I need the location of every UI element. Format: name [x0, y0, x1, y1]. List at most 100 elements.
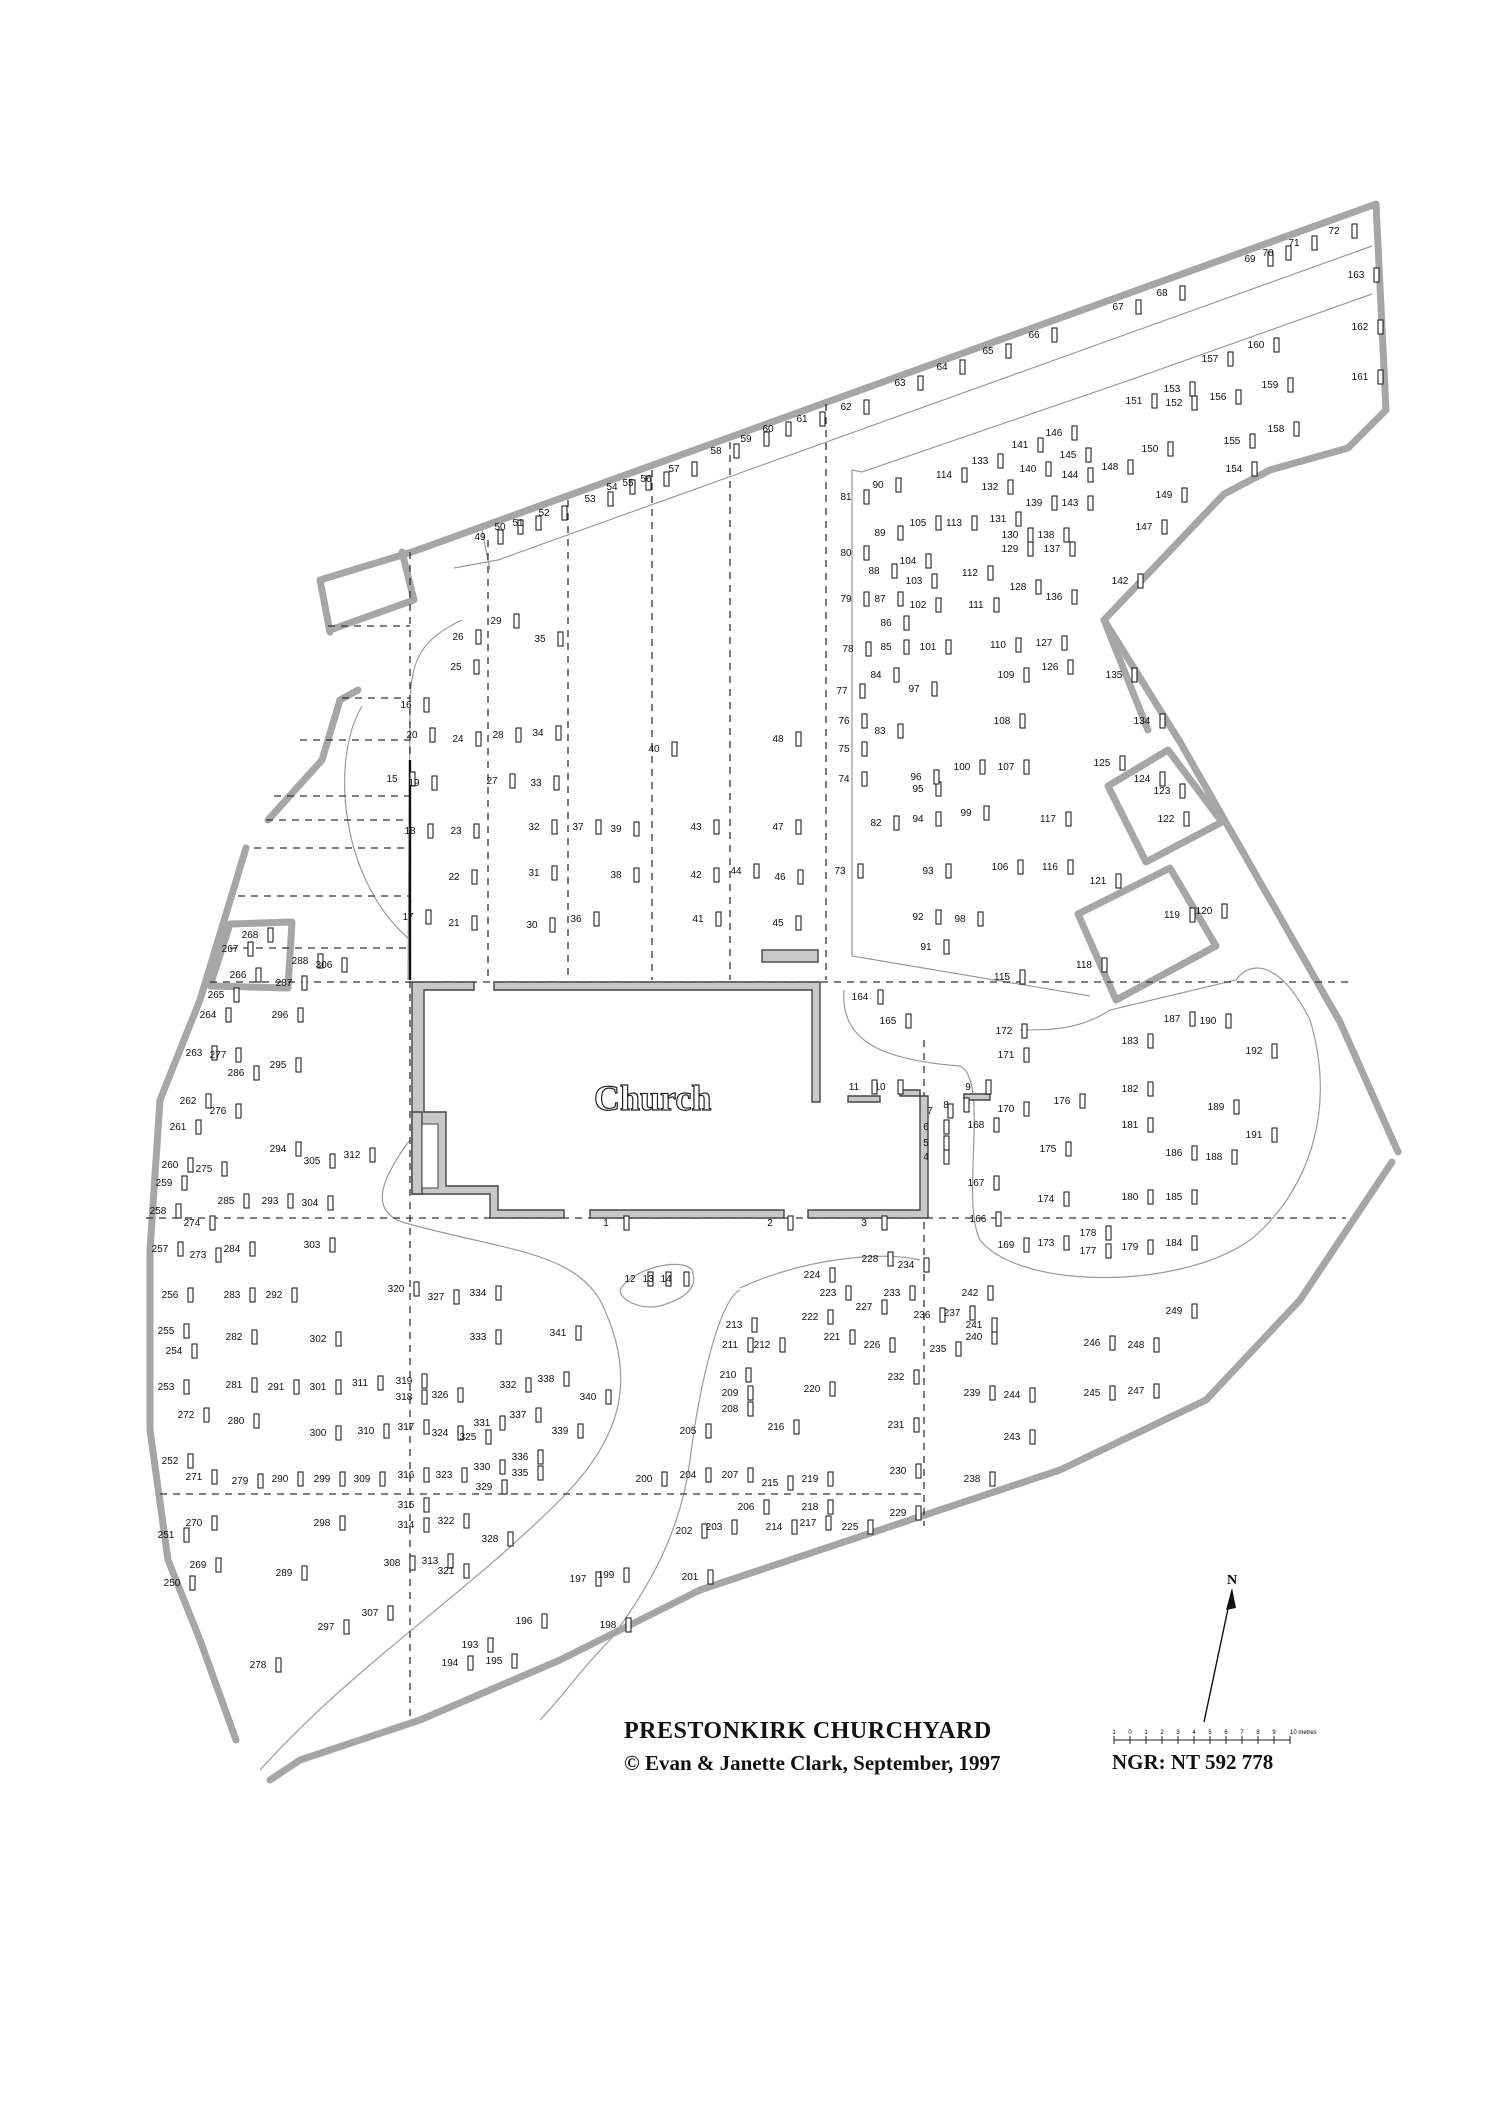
gravestone-number: 152 — [1166, 398, 1183, 409]
gravestone-marker — [327, 1195, 334, 1211]
gravestone-marker — [501, 1479, 508, 1495]
gravestone-number: 139 — [1026, 498, 1043, 509]
gravestone: 69 — [1244, 251, 1274, 267]
gravestone: 219 — [802, 1471, 834, 1487]
gravestone-number: 264 — [200, 1010, 217, 1021]
gravestone-number: 316 — [398, 1470, 415, 1481]
gravestone-number: 33 — [530, 778, 542, 789]
gravestone: 214 — [766, 1519, 798, 1535]
gravestone-marker — [267, 927, 274, 943]
gravestone-marker — [339, 1515, 346, 1531]
gravestone-marker — [629, 479, 636, 495]
gravestone-marker — [991, 1317, 998, 1333]
scale-tick-label: 10 metres — [1290, 1730, 1317, 1736]
gravestone-number: 121 — [1090, 876, 1107, 887]
gravestone-marker — [473, 659, 480, 675]
gravestone: 49 — [474, 529, 504, 545]
gravestone: 259 — [156, 1175, 188, 1191]
gravestone-marker — [1161, 519, 1168, 535]
gravestone: 24 — [452, 731, 482, 747]
gravestone-number: 47 — [772, 822, 784, 833]
gravestone-number: 212 — [754, 1340, 771, 1351]
gravestone-number: 217 — [800, 1518, 817, 1529]
gravestone-marker — [1119, 755, 1126, 771]
gravestone: 260 — [162, 1157, 194, 1173]
gravestone: 171 — [998, 1047, 1030, 1063]
gravestone-number: 50 — [494, 522, 506, 533]
gravestone: 50 — [494, 519, 524, 535]
gravestone-marker — [467, 1655, 474, 1671]
gravestone-marker — [301, 1565, 308, 1581]
gravestone: 66 — [1028, 327, 1058, 343]
gravestone-number: 303 — [304, 1240, 321, 1251]
gravestone-number: 273 — [190, 1250, 207, 1261]
gravestone: 75 — [838, 741, 868, 757]
gravestone-number: 9 — [965, 1082, 971, 1093]
gravestone: 129 — [1002, 541, 1034, 557]
gravestone-number: 245 — [1084, 1388, 1101, 1399]
gravestone-marker — [713, 819, 720, 835]
gravestone-number: 54 — [606, 482, 618, 493]
gravestone-marker — [977, 911, 984, 927]
gravestone-number: 185 — [1166, 1192, 1183, 1203]
gravestone-marker — [473, 823, 480, 839]
gravestone-number: 243 — [1004, 1432, 1021, 1443]
gravestone: 215 — [762, 1475, 794, 1491]
gravestone-number: 233 — [884, 1288, 901, 1299]
gravestone: 281 — [226, 1377, 258, 1393]
gravestone-marker — [1065, 1141, 1072, 1157]
gravestone: 102 — [910, 597, 942, 613]
gravestone-marker — [595, 1571, 602, 1587]
gravestone: 2 — [767, 1215, 794, 1231]
gravestone-marker — [187, 1287, 194, 1303]
gravestone: 163 — [1348, 267, 1380, 283]
gravestone-number: 254 — [166, 1346, 183, 1357]
gravestone-number: 265 — [208, 990, 225, 1001]
gravestone: 41 — [692, 911, 722, 927]
gravestone-number: 206 — [738, 1502, 755, 1513]
gravestone: 16 — [400, 697, 430, 713]
gravestone-marker — [1181, 487, 1188, 503]
gravestone-marker — [183, 1379, 190, 1395]
gravestone-marker — [329, 1153, 336, 1169]
gravestone-marker — [1147, 1117, 1154, 1133]
gravestone-number: 90 — [872, 480, 884, 491]
gravestone-number: 67 — [1112, 302, 1124, 313]
gravestone: 72 — [1328, 223, 1358, 239]
gravestone-marker — [895, 477, 902, 493]
gravestone: 283 — [224, 1287, 256, 1303]
gravestone: 328 — [482, 1531, 514, 1547]
gravestone-number: 25 — [450, 662, 462, 673]
gravestone-number: 274 — [184, 1218, 201, 1229]
gravestone: 230 — [890, 1463, 922, 1479]
gravestone: 10 — [874, 1079, 904, 1095]
gravestone-marker — [903, 615, 910, 631]
gravestone: 200 — [636, 1471, 668, 1487]
gravestone: 152 — [1166, 395, 1198, 411]
gravestone: 195 — [486, 1653, 518, 1669]
gravestone: 313 — [422, 1553, 454, 1569]
gravestone-marker — [525, 1377, 532, 1393]
gravestone-number: 58 — [710, 446, 722, 457]
gravestone-marker — [1017, 859, 1024, 875]
gravestone-number: 281 — [226, 1380, 243, 1391]
gravestone-marker — [1191, 1145, 1198, 1161]
gravestone: 198 — [600, 1617, 632, 1633]
gravestone-number: 191 — [1246, 1130, 1263, 1141]
gravestone-number: 290 — [272, 1474, 289, 1485]
gravestone: 329 — [476, 1479, 508, 1495]
gravestone-marker — [183, 1527, 190, 1543]
gravestone-marker — [1251, 461, 1258, 477]
gravestone-number: 160 — [1248, 340, 1265, 351]
gravestone-marker — [297, 1471, 304, 1487]
gravestone-marker — [647, 1271, 654, 1287]
gravestone-number: 83 — [874, 726, 886, 737]
scale-tick-label: 4 — [1192, 1730, 1196, 1736]
gravestone: 150 — [1142, 441, 1174, 457]
gravestone-marker — [1131, 667, 1138, 683]
gravestone-number: 262 — [180, 1096, 197, 1107]
gravestone: 186 — [1166, 1145, 1198, 1161]
gravestone-number: 174 — [1038, 1194, 1055, 1205]
gravestone-number: 172 — [996, 1026, 1013, 1037]
gravestone: 130 — [1002, 527, 1034, 543]
